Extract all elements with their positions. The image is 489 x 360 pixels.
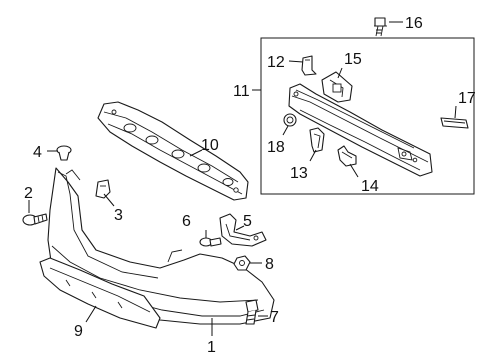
energy-absorber xyxy=(97,101,249,201)
callout-3: 3 xyxy=(114,207,123,224)
part-4-clip xyxy=(56,145,72,161)
callout-1: 1 xyxy=(207,339,216,356)
callout-8: 8 xyxy=(265,256,274,273)
part-3-clip xyxy=(95,179,111,199)
part-6-screw xyxy=(199,237,222,247)
callout-4: 4 xyxy=(33,144,42,161)
callout-9: 9 xyxy=(74,323,83,340)
callout-6: 6 xyxy=(182,213,191,230)
bumper-reinforcement-beam xyxy=(288,83,433,177)
part-2-screw xyxy=(22,213,48,226)
part-13-bracket xyxy=(309,127,325,153)
part-14-bracket xyxy=(337,145,357,167)
callout-2: 2 xyxy=(24,185,33,202)
callout-12: 12 xyxy=(267,54,285,71)
callout-17: 17 xyxy=(458,90,476,107)
callout-14: 14 xyxy=(361,178,379,195)
callout-11: 11 xyxy=(233,83,250,100)
part-15-bracket xyxy=(321,71,353,103)
callout-13: 13 xyxy=(290,165,308,182)
callout-5: 5 xyxy=(243,213,252,230)
reinforcement-inset-box xyxy=(260,37,475,195)
part-12-bracket xyxy=(301,55,317,76)
bolt-16 xyxy=(374,17,387,37)
part-18-nut xyxy=(283,113,297,127)
callout-16: 16 xyxy=(405,15,423,32)
leader-lines xyxy=(28,21,457,336)
part-17-reflector xyxy=(440,117,469,129)
callout-15: 15 xyxy=(344,51,362,68)
callout-18: 18 xyxy=(267,139,285,156)
part-8-nut xyxy=(233,255,251,271)
lower-diffuser xyxy=(39,257,161,329)
callout-10: 10 xyxy=(201,137,219,154)
part-7-bolt xyxy=(245,299,259,325)
callout-7: 7 xyxy=(270,309,279,326)
part-5-bracket xyxy=(219,213,267,247)
